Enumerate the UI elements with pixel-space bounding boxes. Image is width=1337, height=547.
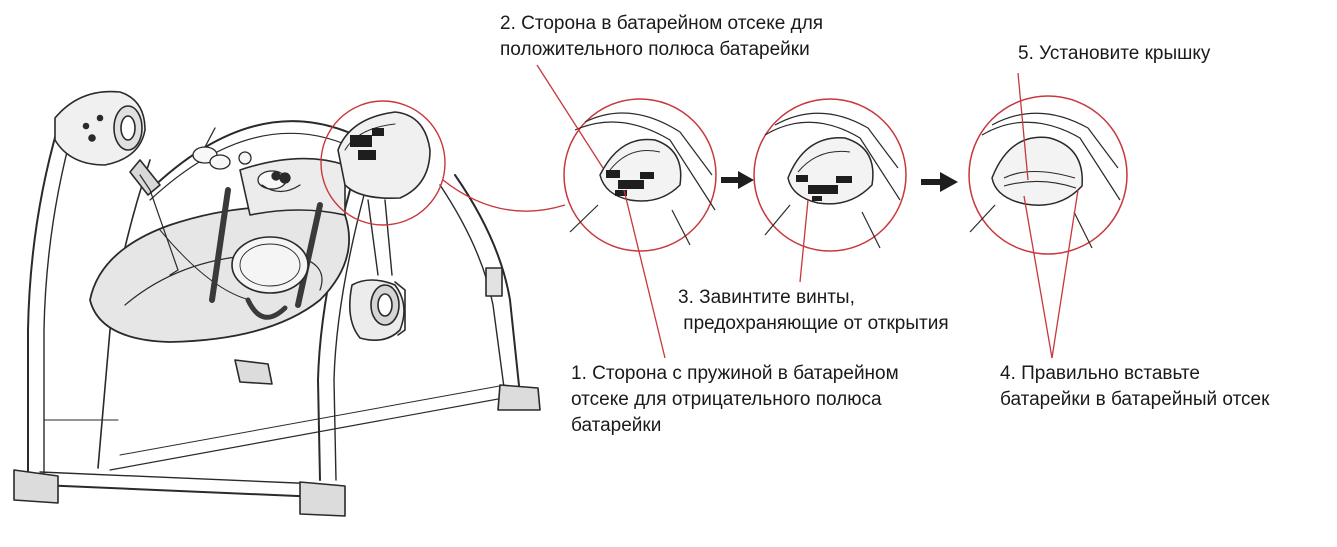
step1-label: 1. Сторона с пружиной в батарейном отсек… [571,361,899,439]
step5-label: 5. Установите крышку [1018,41,1210,67]
motor-unit [349,279,406,341]
step3-line2: предохраняющие от открытия [678,313,949,334]
pointer-step1 [623,189,666,359]
callout-circle-source [320,100,446,226]
pointer-step3 [799,199,809,283]
step5-line1: 5. Установите крышку [1018,43,1211,64]
step1-line3: батарейки [571,415,662,436]
baby-swing-illustration [13,90,541,517]
step2-line2: положительного полюса батарейки [500,39,810,60]
step4-label: 4. Правильно вставьте батарейки в батаре… [1000,361,1269,413]
pointer-lines [536,64,1079,359]
step4-line1: 4. Правильно вставьте [1000,363,1200,384]
pointer-step5 [1017,72,1029,181]
battery-compartment-detail-2 [753,98,907,252]
step4-line2: батарейки в батарейный отсек [1000,389,1270,410]
step2-line1: 2. Сторона в батарейном отсеке для [500,13,824,34]
battery-compartment-detail-3 [968,95,1128,255]
step1-line1: 1. Сторона с пружиной в батарейном [571,363,899,384]
toy-bug [192,127,252,170]
pointer-step4a [1023,195,1053,359]
callout-connector [442,179,566,212]
toy-bug [257,170,301,193]
step1-line2: отсеке для отрицательного полюса [571,389,882,410]
step2-label: 2. Сторона в батарейном отсеке для полож… [500,11,823,63]
step3-line1: 3. Завинтите винты, [678,287,855,308]
battery-housing [337,111,431,200]
pointer-step2 [536,64,604,169]
arrow-right-icon [921,172,958,192]
battery-compartment-detail-1 [563,98,717,252]
step3-label: 3. Завинтите винты, предохраняющие от от… [678,285,949,337]
music-unit [54,90,161,196]
pointer-step4b [1051,189,1079,359]
callout-lines [320,100,566,226]
arrow-right-icon [721,171,754,189]
